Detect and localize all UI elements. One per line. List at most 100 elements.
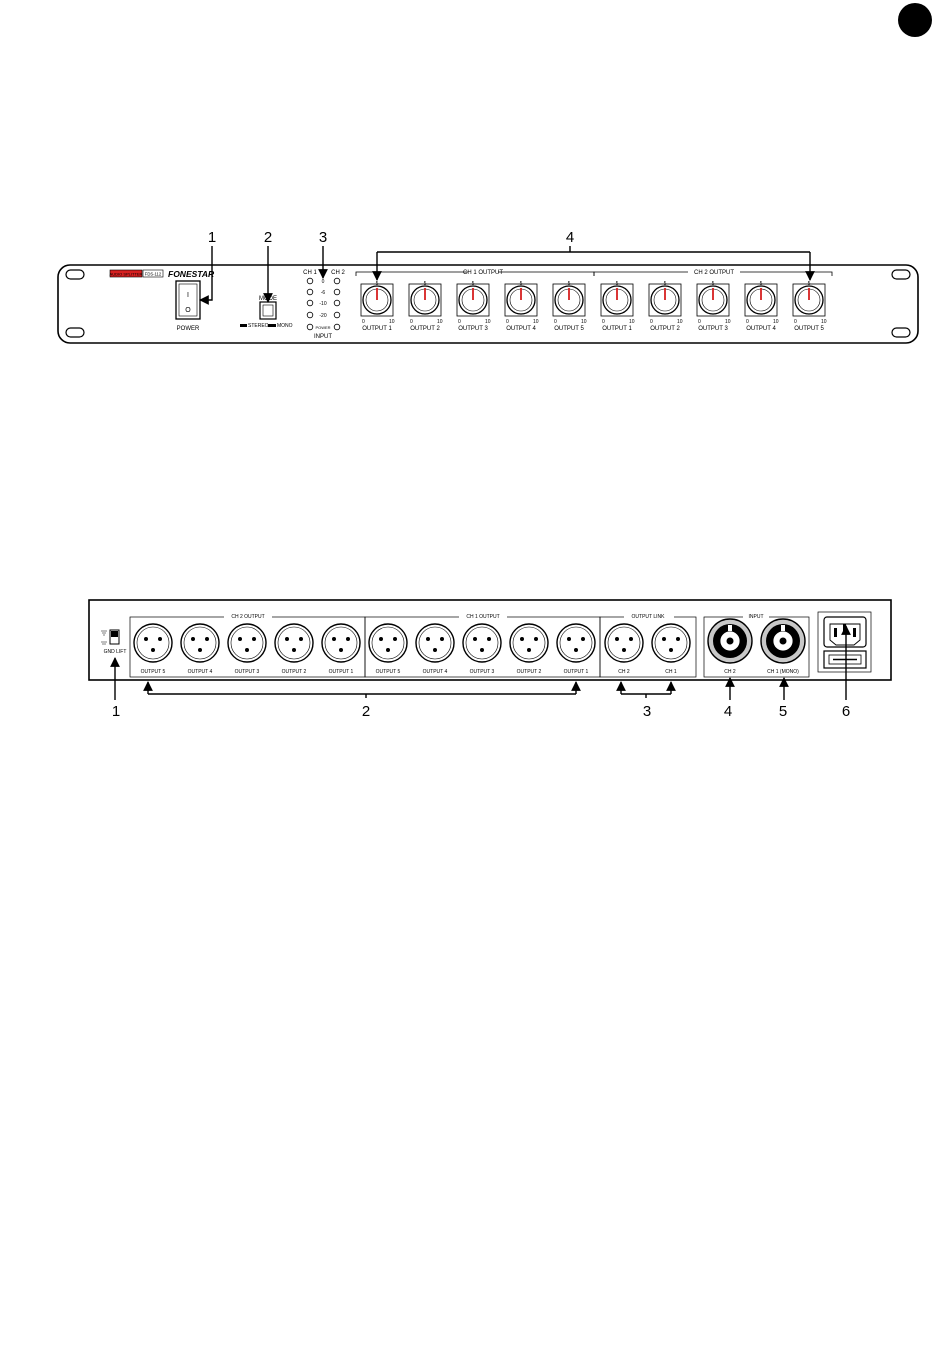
led-level-10: -10 (319, 301, 326, 307)
ground-icon (101, 630, 107, 636)
knob-output[interactable] (504, 283, 538, 317)
xlr-connector[interactable] (274, 623, 314, 663)
knob-output[interactable] (552, 283, 586, 317)
power-switch[interactable] (175, 280, 201, 320)
combo-input-connector[interactable] (760, 618, 806, 664)
knob-label: OUTPUT 4 (746, 326, 776, 332)
rear-ch1-output-label: OUTPUT 5 (376, 669, 401, 675)
label-strip-text: AUDIO SPLITTER (110, 272, 143, 277)
rear-link-label: CH 2 (618, 669, 630, 675)
front-panel-diagram: AUDIO SPLITTER FDS-112 FONESTAR 1 2 3 4 … (57, 229, 919, 344)
rack-slot (65, 269, 85, 280)
knob-label: OUTPUT 5 (794, 326, 824, 332)
power-off-symbol: O (185, 307, 191, 314)
knob-output[interactable] (696, 283, 730, 317)
knob-scale-min: 0 (410, 319, 413, 325)
knob-scale-min: 0 (458, 319, 461, 325)
knob-scale-min: 0 (554, 319, 557, 325)
xlr-connector[interactable] (415, 623, 455, 663)
xlr-connector[interactable] (462, 623, 502, 663)
xlr-connector[interactable] (321, 623, 361, 663)
mono-mode-icon (268, 324, 276, 327)
led-meter (306, 277, 341, 331)
model-text: FDS-112 (145, 272, 162, 277)
led-power: POWER (315, 325, 330, 330)
knob-label: OUTPUT 2 (650, 326, 680, 332)
ch2-output-heading: CH 2 OUTPUT (694, 270, 734, 276)
power-label: POWER (177, 326, 200, 332)
rear-output-link-heading: OUTPUT LINK (632, 614, 666, 620)
knob-scale-min: 0 (362, 319, 365, 325)
knob-scale-max: 10 (581, 319, 587, 325)
rear-ch2-output-label: OUTPUT 2 (282, 669, 307, 675)
front-callout-4: 4 (566, 229, 574, 246)
rear-callout-6: 6 (842, 703, 850, 720)
led-level-0: 0 (322, 279, 325, 285)
knob-scale-top: 5 (472, 281, 475, 287)
mode-stereo: STEREO (248, 323, 269, 329)
knob-scale-top: 5 (712, 281, 715, 287)
xlr-connector[interactable] (227, 623, 267, 663)
knob-label: OUTPUT 1 (362, 326, 392, 332)
knob-output[interactable] (408, 283, 442, 317)
knob-output[interactable] (648, 283, 682, 317)
power-on-symbol: I (187, 292, 189, 299)
xlr-connector[interactable] (556, 623, 596, 663)
rear-callout-5: 5 (779, 703, 787, 720)
knob-scale-min: 0 (794, 319, 797, 325)
knob-output[interactable] (744, 283, 778, 317)
rear-ch1-output-label: OUTPUT 1 (564, 669, 589, 675)
rear-ch1-output-label: OUTPUT 3 (470, 669, 495, 675)
knob-scale-top: 5 (616, 281, 619, 287)
rear-ch2-output-heading: CH 2 OUTPUT (231, 614, 264, 620)
fuse-holder[interactable] (823, 650, 867, 669)
page-marker-dot (898, 3, 932, 37)
knob-label: OUTPUT 5 (554, 326, 584, 332)
knob-label: OUTPUT 1 (602, 326, 632, 332)
mode-button[interactable] (259, 301, 277, 320)
xlr-connector[interactable] (180, 623, 220, 663)
rear-callout-4: 4 (724, 703, 732, 720)
ground-lift-icon (101, 641, 107, 645)
knob-scale-max: 10 (485, 319, 491, 325)
knob-output[interactable] (600, 283, 634, 317)
rear-ch1-output-label: OUTPUT 2 (517, 669, 542, 675)
rear-ch2-output-label: OUTPUT 5 (141, 669, 166, 675)
rack-slot (65, 327, 85, 338)
xlr-link-connector[interactable] (651, 623, 691, 663)
knob-label: OUTPUT 2 (410, 326, 440, 332)
xlr-connector[interactable] (368, 623, 408, 663)
stereo-mode-icon (240, 324, 247, 327)
rear-ch2-output-label: OUTPUT 4 (188, 669, 213, 675)
knob-scale-top: 5 (424, 281, 427, 287)
knob-scale-min: 0 (698, 319, 701, 325)
rear-input-label: CH 1 (MONO) (767, 669, 799, 675)
combo-input-connector[interactable] (707, 618, 753, 664)
label-strip (109, 269, 143, 278)
front-callout-1: 1 (208, 229, 216, 246)
knob-scale-top: 5 (376, 281, 379, 287)
knob-output[interactable] (360, 283, 394, 317)
input-label: INPUT (314, 334, 332, 340)
xlr-connector[interactable] (133, 623, 173, 663)
rear-input-heading: INPUT (749, 614, 764, 620)
xlr-connector[interactable] (509, 623, 549, 663)
gnd-lift-label: GND LIFT (104, 649, 127, 655)
knob-scale-min: 0 (602, 319, 605, 325)
knob-scale-min: 0 (506, 319, 509, 325)
led-ch1-label: CH 1 (303, 270, 317, 276)
knob-scale-min: 0 (746, 319, 749, 325)
knob-scale-top: 5 (808, 281, 811, 287)
knob-output[interactable] (456, 283, 490, 317)
led-level-20: -20 (319, 313, 326, 319)
xlr-link-connector[interactable] (604, 623, 644, 663)
led-level-6: -6 (321, 290, 326, 296)
knob-scale-max: 10 (533, 319, 539, 325)
rear-ch2-output-label: OUTPUT 1 (329, 669, 354, 675)
knob-output[interactable] (792, 283, 826, 317)
rear-callout-1: 1 (112, 703, 120, 720)
rear-input-label: CH 2 (724, 669, 736, 675)
knob-scale-top: 5 (520, 281, 523, 287)
rear-callout-3: 3 (643, 703, 651, 720)
power-inlet[interactable] (823, 616, 867, 648)
